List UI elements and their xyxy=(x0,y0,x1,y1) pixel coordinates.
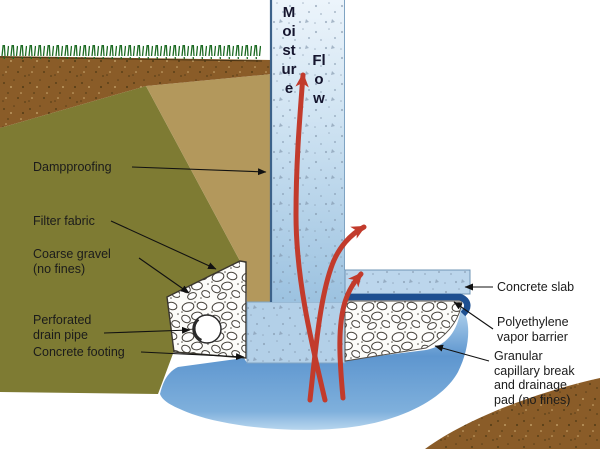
label-filter-fabric: Filter fabric xyxy=(33,214,95,228)
concrete-slab-shape xyxy=(344,269,471,295)
drain-pipe-shape xyxy=(192,314,222,344)
backfill-soil xyxy=(146,74,272,302)
label-vapor-barrier: Polyethylene vapor barrier xyxy=(497,315,569,344)
flow-vertical-text: Flow xyxy=(312,52,326,107)
label-concrete-footing: Concrete footing xyxy=(33,345,125,359)
grass xyxy=(0,45,262,59)
pointer-drain-pipe xyxy=(103,326,191,334)
topsoil-speckle xyxy=(0,56,272,128)
subsoil-undisturbed xyxy=(0,86,240,394)
foundation-wall-shape xyxy=(269,0,345,302)
drain-pipe-inner-arc xyxy=(193,318,203,341)
slab-speckle xyxy=(345,270,470,294)
pointer-concrete-footing xyxy=(140,351,245,361)
vapor-barrier-shape xyxy=(345,293,471,317)
pointer-dampproofing xyxy=(131,166,267,176)
footing-speckle xyxy=(247,302,345,363)
moisture-arrow-lower-right xyxy=(337,271,364,401)
moisture-vertical-text: Moisture xyxy=(281,4,297,97)
soil-bottom-right-speckle xyxy=(425,378,600,449)
label-dampproofing: Dampproofing xyxy=(33,160,112,174)
label-granular-pad: Granular capillary break and drainage pa… xyxy=(494,349,575,407)
soil-layers xyxy=(0,45,272,394)
moisture-arrow-upper-right xyxy=(307,224,367,403)
label-concrete-slab: Concrete slab xyxy=(497,280,575,294)
label-drain-pipe: Perforated drain pipe xyxy=(33,313,92,342)
concrete-footing-shape xyxy=(246,301,346,364)
moisture-flow-arrows xyxy=(293,72,367,403)
label-coarse-gravel: Coarse gravel (no fines) xyxy=(33,247,111,276)
label-pointers xyxy=(103,166,494,362)
pointer-coarse-gravel xyxy=(138,257,190,294)
drain-pipe-circle xyxy=(192,314,222,344)
soil-bottom-right xyxy=(425,378,600,449)
pointer-vapor-barrier xyxy=(453,301,494,330)
pointer-granular-pad xyxy=(434,344,490,362)
pointer-filter-fabric xyxy=(110,220,217,270)
wall-speckle xyxy=(270,0,345,302)
